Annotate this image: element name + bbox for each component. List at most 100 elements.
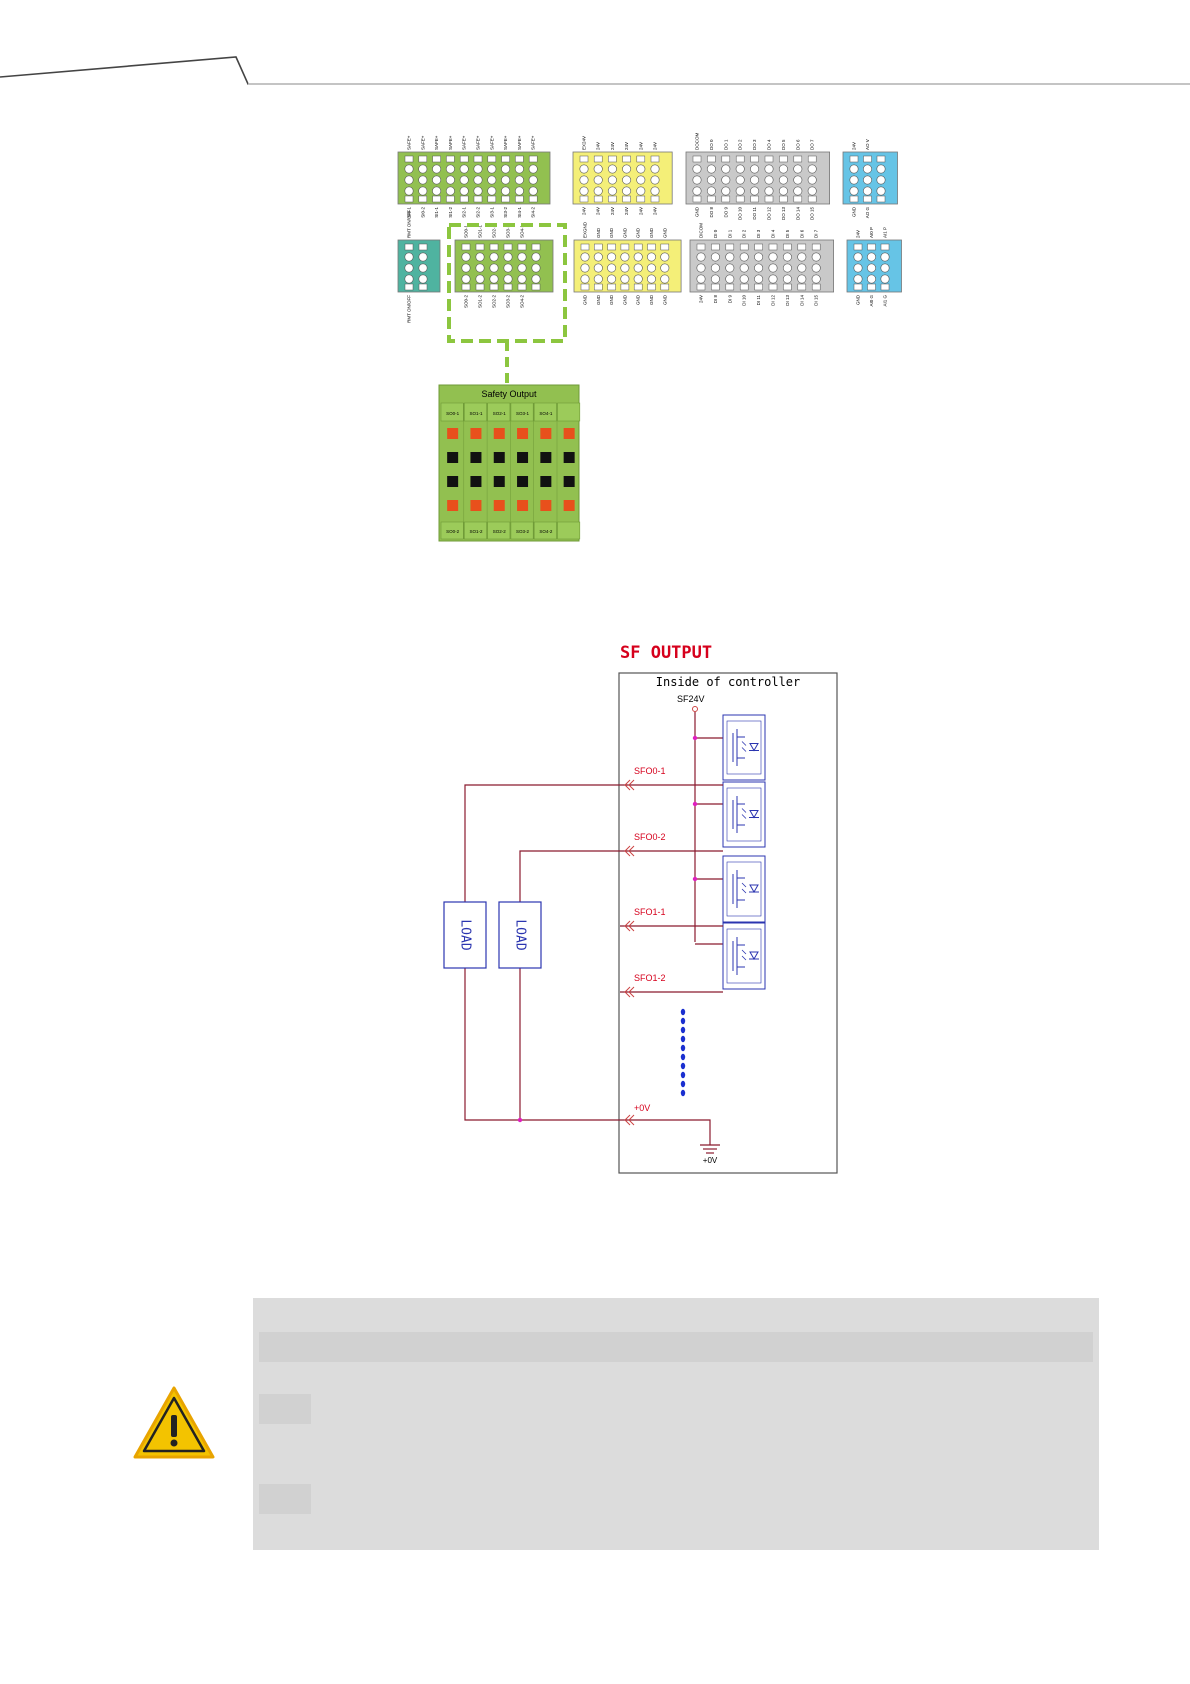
supply-bus [694,712,723,945]
terminal-label-bottom: 24V [653,207,658,215]
terminal-label-bottom: GND [583,294,588,305]
terminal-label-top: SO3-1 [506,224,511,238]
terminal-label-top: DO 0 [709,139,714,150]
terminal-label-top: AI1 P [883,227,888,238]
terminal-label-top: SAFE+ [517,135,522,150]
terminal-label-bottom: 24V [699,295,704,303]
zoom-label-top: SO4-1 [539,411,553,416]
safety-input-terminal: SAFE+SI0-1SAFE+SI0-2SAFE+SI1-1SAFE+SI1-2… [397,135,551,218]
terminal-label-top: DICOM [699,223,704,238]
terminal-label-top: 24V [610,142,615,150]
terminal-label-bottom: DI 8 [713,295,718,304]
terminal-label-top: 24V [596,142,601,150]
output-switches [722,714,766,990]
terminal-label-bottom: SI1-1 [434,207,439,218]
terminal-label-bottom: SI0-1 [407,207,412,218]
ground-symbol [700,1144,720,1154]
terminal-label-top: 24V [638,142,643,150]
terminal-label-top: DI 5 [785,229,790,238]
terminal-label-bottom: GND [856,294,861,305]
terminal-arrows [624,779,635,1126]
terminal-label-top: SAFE+ [462,135,467,150]
circuit-title: SF OUTPUT [620,643,712,663]
terminal-label-bottom: DI 11 [756,295,761,306]
terminal-label-top: SAFE+ [531,135,536,150]
terminal-label-top: RMT ON/OFF [407,210,412,238]
terminal-label-top: SO0-1 [464,224,469,238]
warning-header-bar [259,1332,1093,1362]
terminal-label-top: DO 1 [723,139,728,150]
terminal-label-bottom: SI2-2 [476,207,481,218]
terminal-label-bottom: SI1-2 [448,207,453,218]
terminal-label-top: SAFE+ [420,135,425,150]
terminal-label-top: AI0 P [869,227,874,238]
terminal-label-bottom: 24V [582,207,587,215]
terminal-label-top: DI 4 [771,229,776,238]
terminal-label-bottom: DO 11 [752,207,757,220]
zoom-label-bottom: SO2-2 [493,529,507,534]
terminal-label-bottom: DI 15 [814,295,819,306]
warning-icon [133,1386,215,1459]
terminal-label-bottom: DO 15 [810,207,815,221]
terminal-label-top: 24V [852,142,857,150]
terminal-label-top: DI 7 [814,229,819,238]
load-1 [443,901,487,969]
terminal-label-bottom: AI0 G [869,295,874,307]
terminal-label-bottom: SI2-1 [462,207,467,218]
terminal-label-top: EXGND [583,221,588,238]
terminal-label-top: 24V [653,142,658,150]
output-label-4: SFO1-2 [634,973,666,983]
terminal-label-bottom: DO 13 [781,207,786,221]
terminal-label-top: GND [662,227,667,238]
terminal-label-bottom: GND [695,206,700,217]
zoom-label-top: SO2-1 [493,411,507,416]
terminal-label-bottom: DO 10 [738,207,743,221]
terminal-label-top: DO 3 [752,139,757,150]
zoom-label-bottom: SO0-2 [446,529,460,534]
terminal-label-bottom: SI4-1 [517,207,522,218]
terminal-label-bottom: AI1 G [883,295,888,307]
load-2 [498,901,542,969]
switch-block [722,714,766,781]
terminal-label-bottom: GND [596,294,601,305]
terminal-label-bottom: GND [649,294,654,305]
terminal-label-bottom: RMT ON/OFF [407,295,412,323]
terminal-label-top: GND [622,227,627,238]
terminal-label-top: SO4-1 [520,224,525,238]
terminal-label-top: DO 7 [810,139,815,150]
output-wires [464,784,723,1145]
sf-output-schematic: SF OUTPUT Inside of controller SF24V S [443,643,838,1174]
terminal-label-top: DI 0 [713,229,718,238]
safety-output-zoom: Safety Output SO0-1SO0-2SO1-1SO1-2SO2-1S… [438,384,581,542]
terminal-label-bottom: SO0-2 [464,295,469,309]
terminal-label-top: DO 4 [767,139,772,150]
zoom-title: Safety Output [481,389,537,399]
terminal-label-bottom: GND [622,294,627,305]
terminal-label-bottom: DI 10 [742,295,747,306]
terminal-label-bottom: AO G [865,207,870,219]
terminal-label-top: SAFE+ [476,135,481,150]
terminal-label-top: SO2-1 [492,224,497,238]
terminal-label-bottom: DI 13 [785,295,790,306]
terminal-label-top: SAFE+ [448,135,453,150]
terminal-label-bottom: 24V [610,207,615,215]
terminal-label-bottom: SO1-2 [478,295,483,309]
remote-onoff-terminal: RMT ON/OFF RMT ON/OFF [397,210,441,323]
switch-block [722,781,766,848]
terminal-label-top: SAFE+ [434,135,439,150]
terminal-label-bottom: SO3-2 [506,295,511,309]
terminal-block-diagram: SAFE+SI0-1SAFE+SI0-2SAFE+SI1-1SAFE+SI1-2… [397,133,902,542]
zoom-label-bottom: SO1-2 [469,529,483,534]
switch-block [722,855,766,923]
terminal-label-top: GND [609,227,614,238]
terminal-label-top: EX24V [582,136,587,150]
terminal-label-top: 24V [624,142,629,150]
supply-terminal [692,706,698,712]
terminal-label-bottom: 24V [624,207,629,215]
terminal-label-bottom: GND [636,294,641,305]
zoom-label-top: SO3-1 [516,411,530,416]
terminal-label-top: SAFE+ [503,135,508,150]
switch-block [722,922,766,990]
